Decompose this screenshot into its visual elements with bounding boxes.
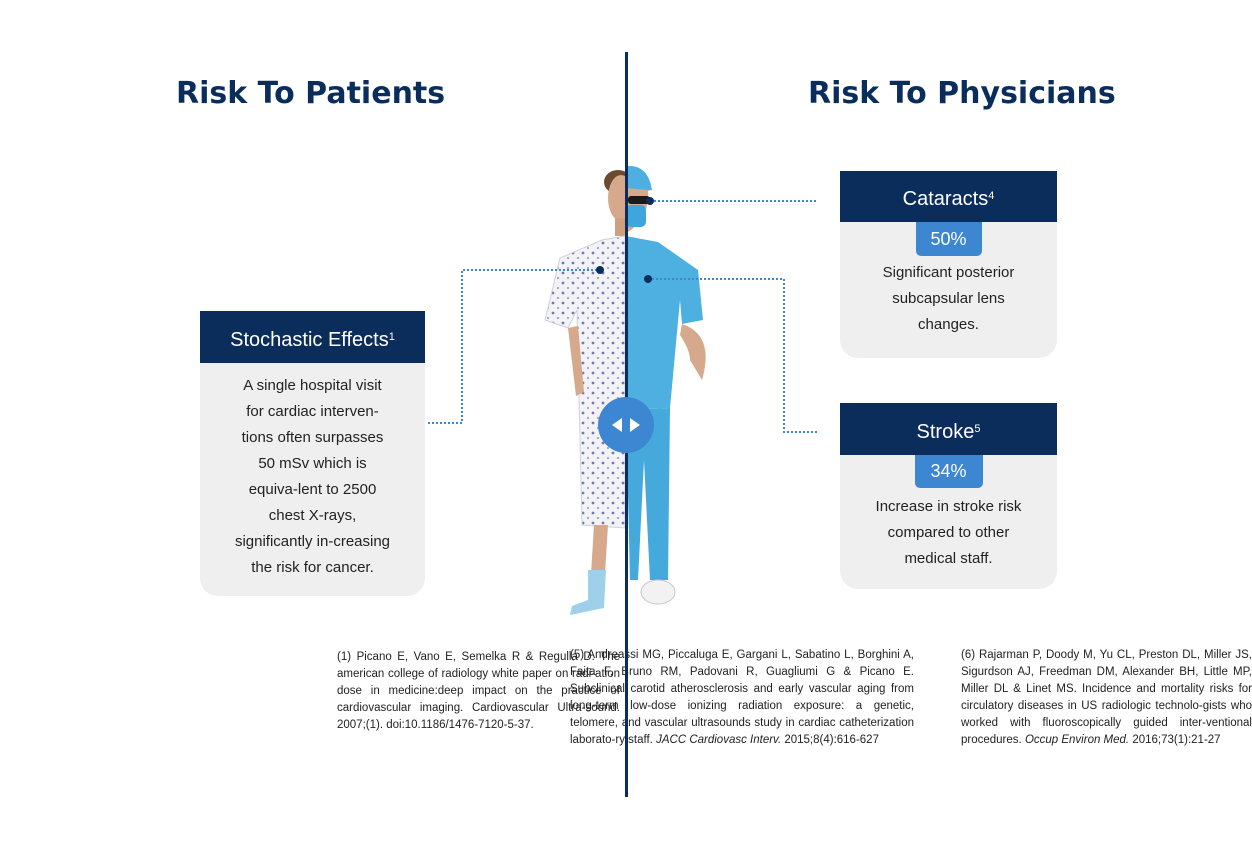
patient-sock	[570, 570, 606, 615]
lead-glasses	[628, 196, 650, 204]
card-cataracts-title: Cataracts4	[840, 171, 1057, 222]
card-stochastic-title-text: Stochastic Effects	[230, 329, 389, 351]
comparison-figure	[544, 165, 706, 615]
card-stroke-title: Stroke5	[840, 403, 1057, 455]
reference-6-text: (6) Rajarman P, Doody M, Yu CL, Preston …	[961, 649, 1252, 746]
triangle-left-icon	[612, 418, 622, 432]
patient-arm	[568, 326, 584, 396]
card-stroke-percent: 34%	[914, 455, 983, 488]
card-stroke-body: Increase in stroke risk compared to othe…	[875, 498, 1022, 567]
card-stochastic-footnote: 1	[388, 331, 395, 343]
card-stroke-footnote: 5	[974, 423, 981, 435]
card-cataracts-footnote: 4	[988, 190, 995, 202]
marker-stochastic	[596, 266, 604, 274]
card-cataracts-body: Significant posterior subcapsular lens c…	[882, 264, 1015, 333]
connector-stroke	[648, 278, 818, 433]
patient-neck	[615, 218, 626, 236]
comparison-slider-handle[interactable]	[598, 397, 654, 453]
marker-stroke	[644, 275, 652, 283]
reference-6-journal: Occup Environ Med.	[1024, 734, 1130, 746]
physician-half	[626, 165, 706, 605]
connector-stochastic	[428, 269, 600, 424]
card-cataracts-title-text: Cataracts	[902, 188, 989, 210]
card-stochastic-effects: Stochastic Effects1 A single hospital vi…	[200, 311, 425, 596]
physician-pants	[626, 408, 670, 580]
reference-1: (1) Picano E, Vano E, Semelka R & Regull…	[337, 651, 620, 731]
surgical-mask	[626, 205, 646, 227]
reference-5-tail: 2015;8(4):616-627	[784, 734, 879, 746]
scrub-cap	[626, 165, 652, 194]
reference-5-journal: JACC Cardiovasc Interv.	[656, 734, 782, 746]
card-stroke: Stroke5 34% Increase in stroke risk comp…	[840, 403, 1057, 589]
card-stochastic-body: A single hospital visit for cardiac inte…	[234, 377, 391, 576]
physician-clog	[640, 579, 676, 605]
heading-risk-to-physicians: Risk To Physicians	[808, 76, 1116, 111]
reference-6: (6) Rajarman P, Doody M, Yu CL, Preston …	[961, 647, 1252, 749]
card-cataracts: Cataracts4 50% Significant posterior sub…	[840, 171, 1057, 358]
reference-5-text: (5) Andreassi MG, Piccaluga E, Gargani L…	[570, 649, 914, 746]
triangle-right-icon	[630, 418, 640, 432]
reference-5: (5) Andreassi MG, Piccaluga E, Gargani L…	[570, 647, 914, 769]
reference-6-tail: 2016;73(1):21-27	[1132, 734, 1221, 746]
marker-cataracts	[646, 197, 654, 205]
card-cataracts-percent: 50%	[915, 222, 982, 256]
physician-arm	[680, 324, 706, 380]
card-stochastic-title: Stochastic Effects1	[200, 311, 425, 363]
patient-half	[544, 170, 634, 615]
heading-risk-to-patients: Risk To Patients	[176, 76, 446, 111]
card-stroke-title-text: Stroke	[916, 421, 975, 443]
